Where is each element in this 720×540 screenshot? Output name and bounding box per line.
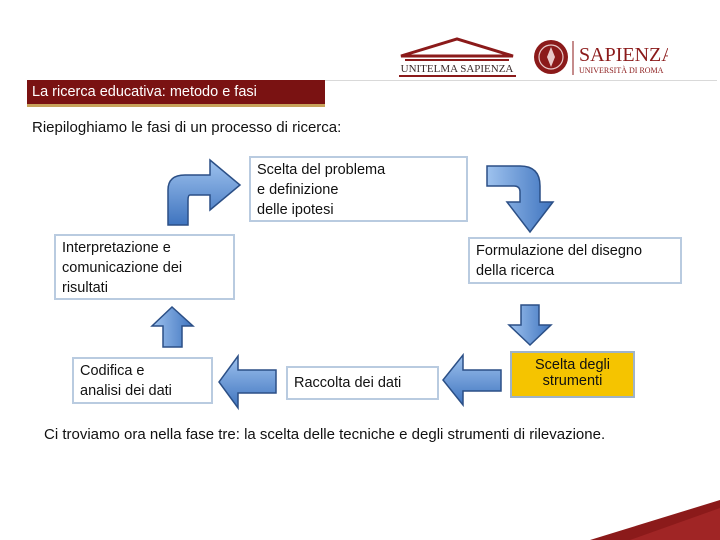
step-line: Interpretazione e xyxy=(62,240,171,256)
arrow-left-icon xyxy=(218,353,277,411)
unitelma-logo-text: UNITELMA SAPIENZA xyxy=(401,63,514,75)
step-line: Scelta degli xyxy=(535,357,610,373)
sapienza-logo-sub: UNIVERSITÀ DI ROMA xyxy=(579,65,664,75)
step-line: delle ipotesi xyxy=(257,202,334,218)
unitelma-sapienza-logo: UNITELMA SAPIENZA xyxy=(399,37,516,77)
step-line: Codifica e xyxy=(80,363,145,379)
step-line: strumenti xyxy=(542,373,603,389)
arrow-left-icon xyxy=(442,352,502,408)
step-scelta-strumenti: Scelta degli strumenti xyxy=(510,351,635,398)
step-interpretazione-risultati: Interpretazione e comunicazione dei risu… xyxy=(54,234,235,300)
step-formulazione-disegno: Formulazione del disegno della ricerca xyxy=(468,237,682,284)
sapienza-logo: SAPIENZA UNIVERSITÀ DI ROMA xyxy=(534,40,668,75)
step-line: della ricerca xyxy=(476,263,555,279)
step-line: comunicazione dei xyxy=(62,260,183,276)
step-line: e definizione xyxy=(257,182,339,198)
step-scelta-problema: Scelta del problema e definizione delle … xyxy=(249,156,468,222)
step-raccolta-dati: Raccolta dei dati xyxy=(286,366,439,400)
curved-arrow-right-down-icon xyxy=(486,165,555,234)
step-line: Formulazione del disegno xyxy=(476,243,643,259)
curved-arrow-up-right-icon xyxy=(167,158,242,226)
sapienza-logo-name: SAPIENZA xyxy=(579,44,668,66)
slide-title: La ricerca educativa: metodo e fasi xyxy=(32,84,257,100)
title-bar xyxy=(27,80,325,107)
corner-decoration xyxy=(590,500,720,540)
intro-text: Riepiloghiamo le fasi di un processo di … xyxy=(32,119,342,136)
header-rule xyxy=(27,80,717,81)
arrow-down-icon xyxy=(507,304,553,347)
step-codifica-analisi: Codifica e analisi dei dati xyxy=(72,357,213,404)
step-line: analisi dei dati xyxy=(80,383,172,399)
outro-text: Ci troviamo ora nella fase tre: la scelt… xyxy=(44,426,606,443)
step-line: Scelta del problema xyxy=(257,162,386,178)
step-line: Raccolta dei dati xyxy=(294,375,402,391)
arrow-up-icon xyxy=(150,305,195,348)
step-line: risultati xyxy=(62,280,108,296)
